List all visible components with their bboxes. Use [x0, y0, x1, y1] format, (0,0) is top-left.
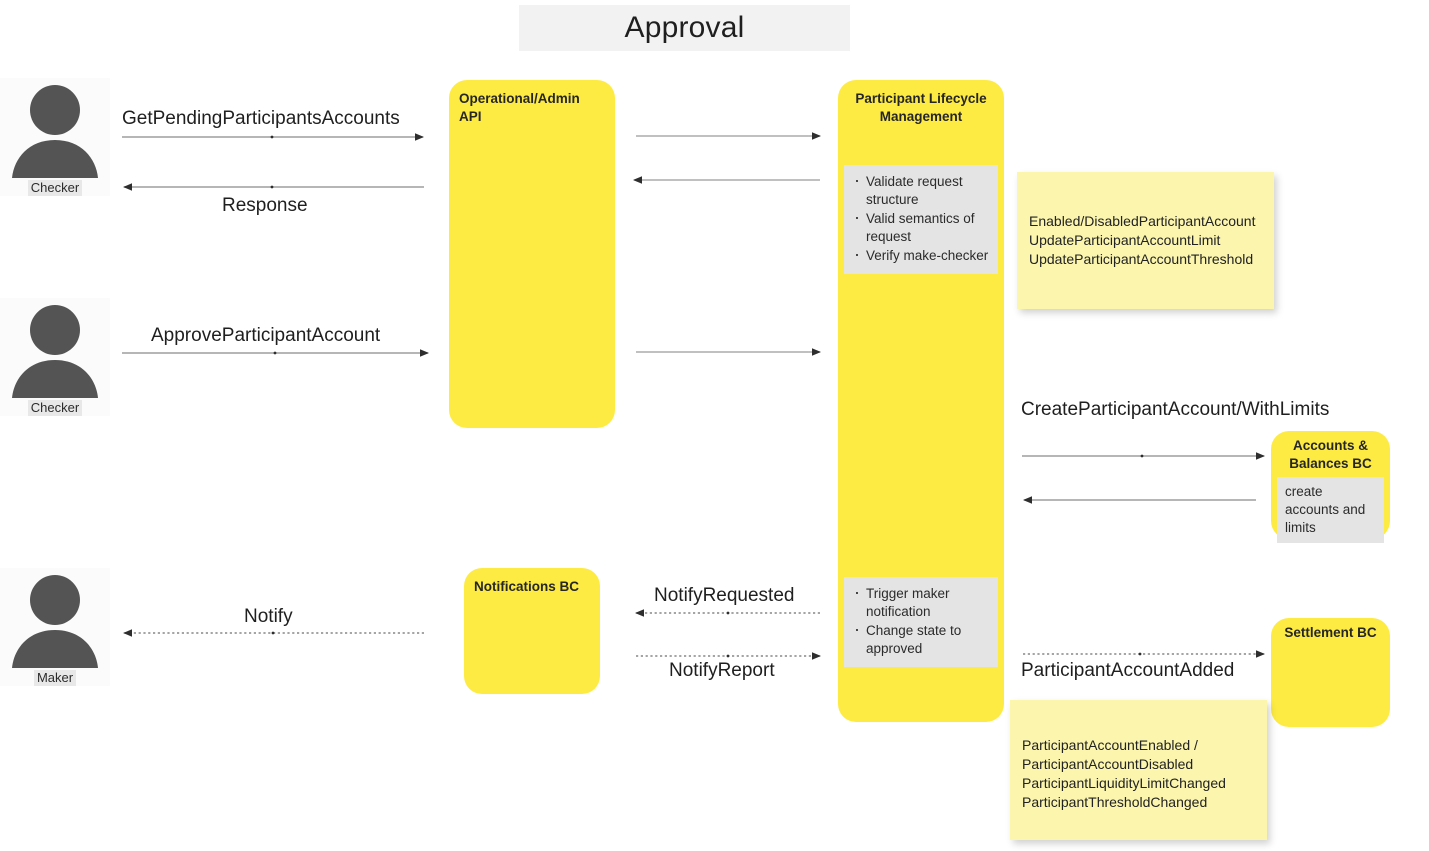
lane-notifications-bc[interactable]: Notifications BC [464, 568, 600, 694]
person-icon [12, 305, 98, 398]
sticky-note-text: ParticipantAccountEnabled / ParticipantA… [1022, 737, 1226, 810]
arrow-midpoint-dot [1138, 652, 1142, 656]
note-accounts-balances: create accounts and limits [1277, 477, 1384, 543]
arrow-midpoint-dot [271, 631, 275, 635]
lane-title-notifications-bc: Notifications BC [474, 579, 580, 594]
note-item: Verify make-checker [854, 245, 992, 265]
message-label-get-pending: GetPendingParticipantsAccounts [122, 108, 400, 129]
actor-checker-mid: Checker [0, 298, 110, 416]
note-item: Trigger maker notification [854, 583, 992, 621]
message-label-response: Response [222, 195, 308, 216]
sticky-note-text: Enabled/DisabledParticipantAccount Updat… [1029, 213, 1256, 267]
lane-settlement-bc[interactable]: Settlement BC [1271, 618, 1390, 727]
lane-participant-lifecycle-management[interactable]: Participant Lifecycle Management Validat… [838, 80, 1004, 722]
arrow-midpoint-dot [270, 135, 274, 139]
arrow-midpoint-dot [273, 351, 277, 355]
lane-operational-admin-api[interactable]: Operational/Admin API [449, 80, 615, 428]
person-icon [12, 85, 98, 178]
note-notify-steps: Trigger maker notification Change state … [844, 577, 998, 667]
arrow-midpoint-dot [726, 611, 730, 615]
note-item: Valid semantics of request [854, 208, 992, 246]
arrow-midpoint-dot [726, 654, 730, 658]
message-label-notify-requested: NotifyRequested [654, 585, 795, 606]
lane-title-accounts-balances-bc: Accounts & Balances BC [1289, 438, 1372, 471]
note-text: create accounts and limits [1285, 484, 1366, 535]
actor-label: Checker [27, 180, 83, 196]
page-title: Approval [624, 11, 745, 44]
actor-maker-bottom: Maker [0, 568, 110, 686]
message-label-create-participant-account: CreateParticipantAccount/WithLimits [1021, 399, 1330, 420]
diagram-title-band: Approval [519, 5, 850, 51]
arrow-midpoint-dot [270, 185, 274, 189]
actor-label: Maker [33, 670, 77, 686]
lane-accounts-balances-bc[interactable]: Accounts & Balances BC create accounts a… [1271, 431, 1390, 543]
sticky-note-events: ParticipantAccountEnabled / ParticipantA… [1010, 700, 1267, 840]
actor-label: Checker [27, 400, 83, 416]
note-item: Validate request structure [854, 171, 992, 209]
actor-checker-top: Checker [0, 78, 110, 196]
sticky-note-commands: Enabled/DisabledParticipantAccount Updat… [1017, 172, 1274, 309]
note-validation-steps: Validate request structure Valid semanti… [844, 165, 998, 274]
note-item: Change state to approved [854, 620, 992, 658]
message-label-participant-account-added: ParticipantAccountAdded [1021, 660, 1235, 681]
person-icon [12, 575, 98, 668]
message-label-approve-participant-account: ApproveParticipantAccount [151, 325, 381, 346]
message-label-notify: Notify [244, 606, 293, 627]
lane-title-settlement-bc: Settlement BC [1284, 625, 1377, 640]
message-label-notify-report: NotifyReport [669, 660, 775, 681]
arrow-midpoint-dot [1140, 454, 1144, 458]
lane-title-operational-admin-api: Operational/Admin API [459, 91, 580, 124]
lane-title-participant-lifecycle-management: Participant Lifecycle Management [855, 91, 987, 124]
